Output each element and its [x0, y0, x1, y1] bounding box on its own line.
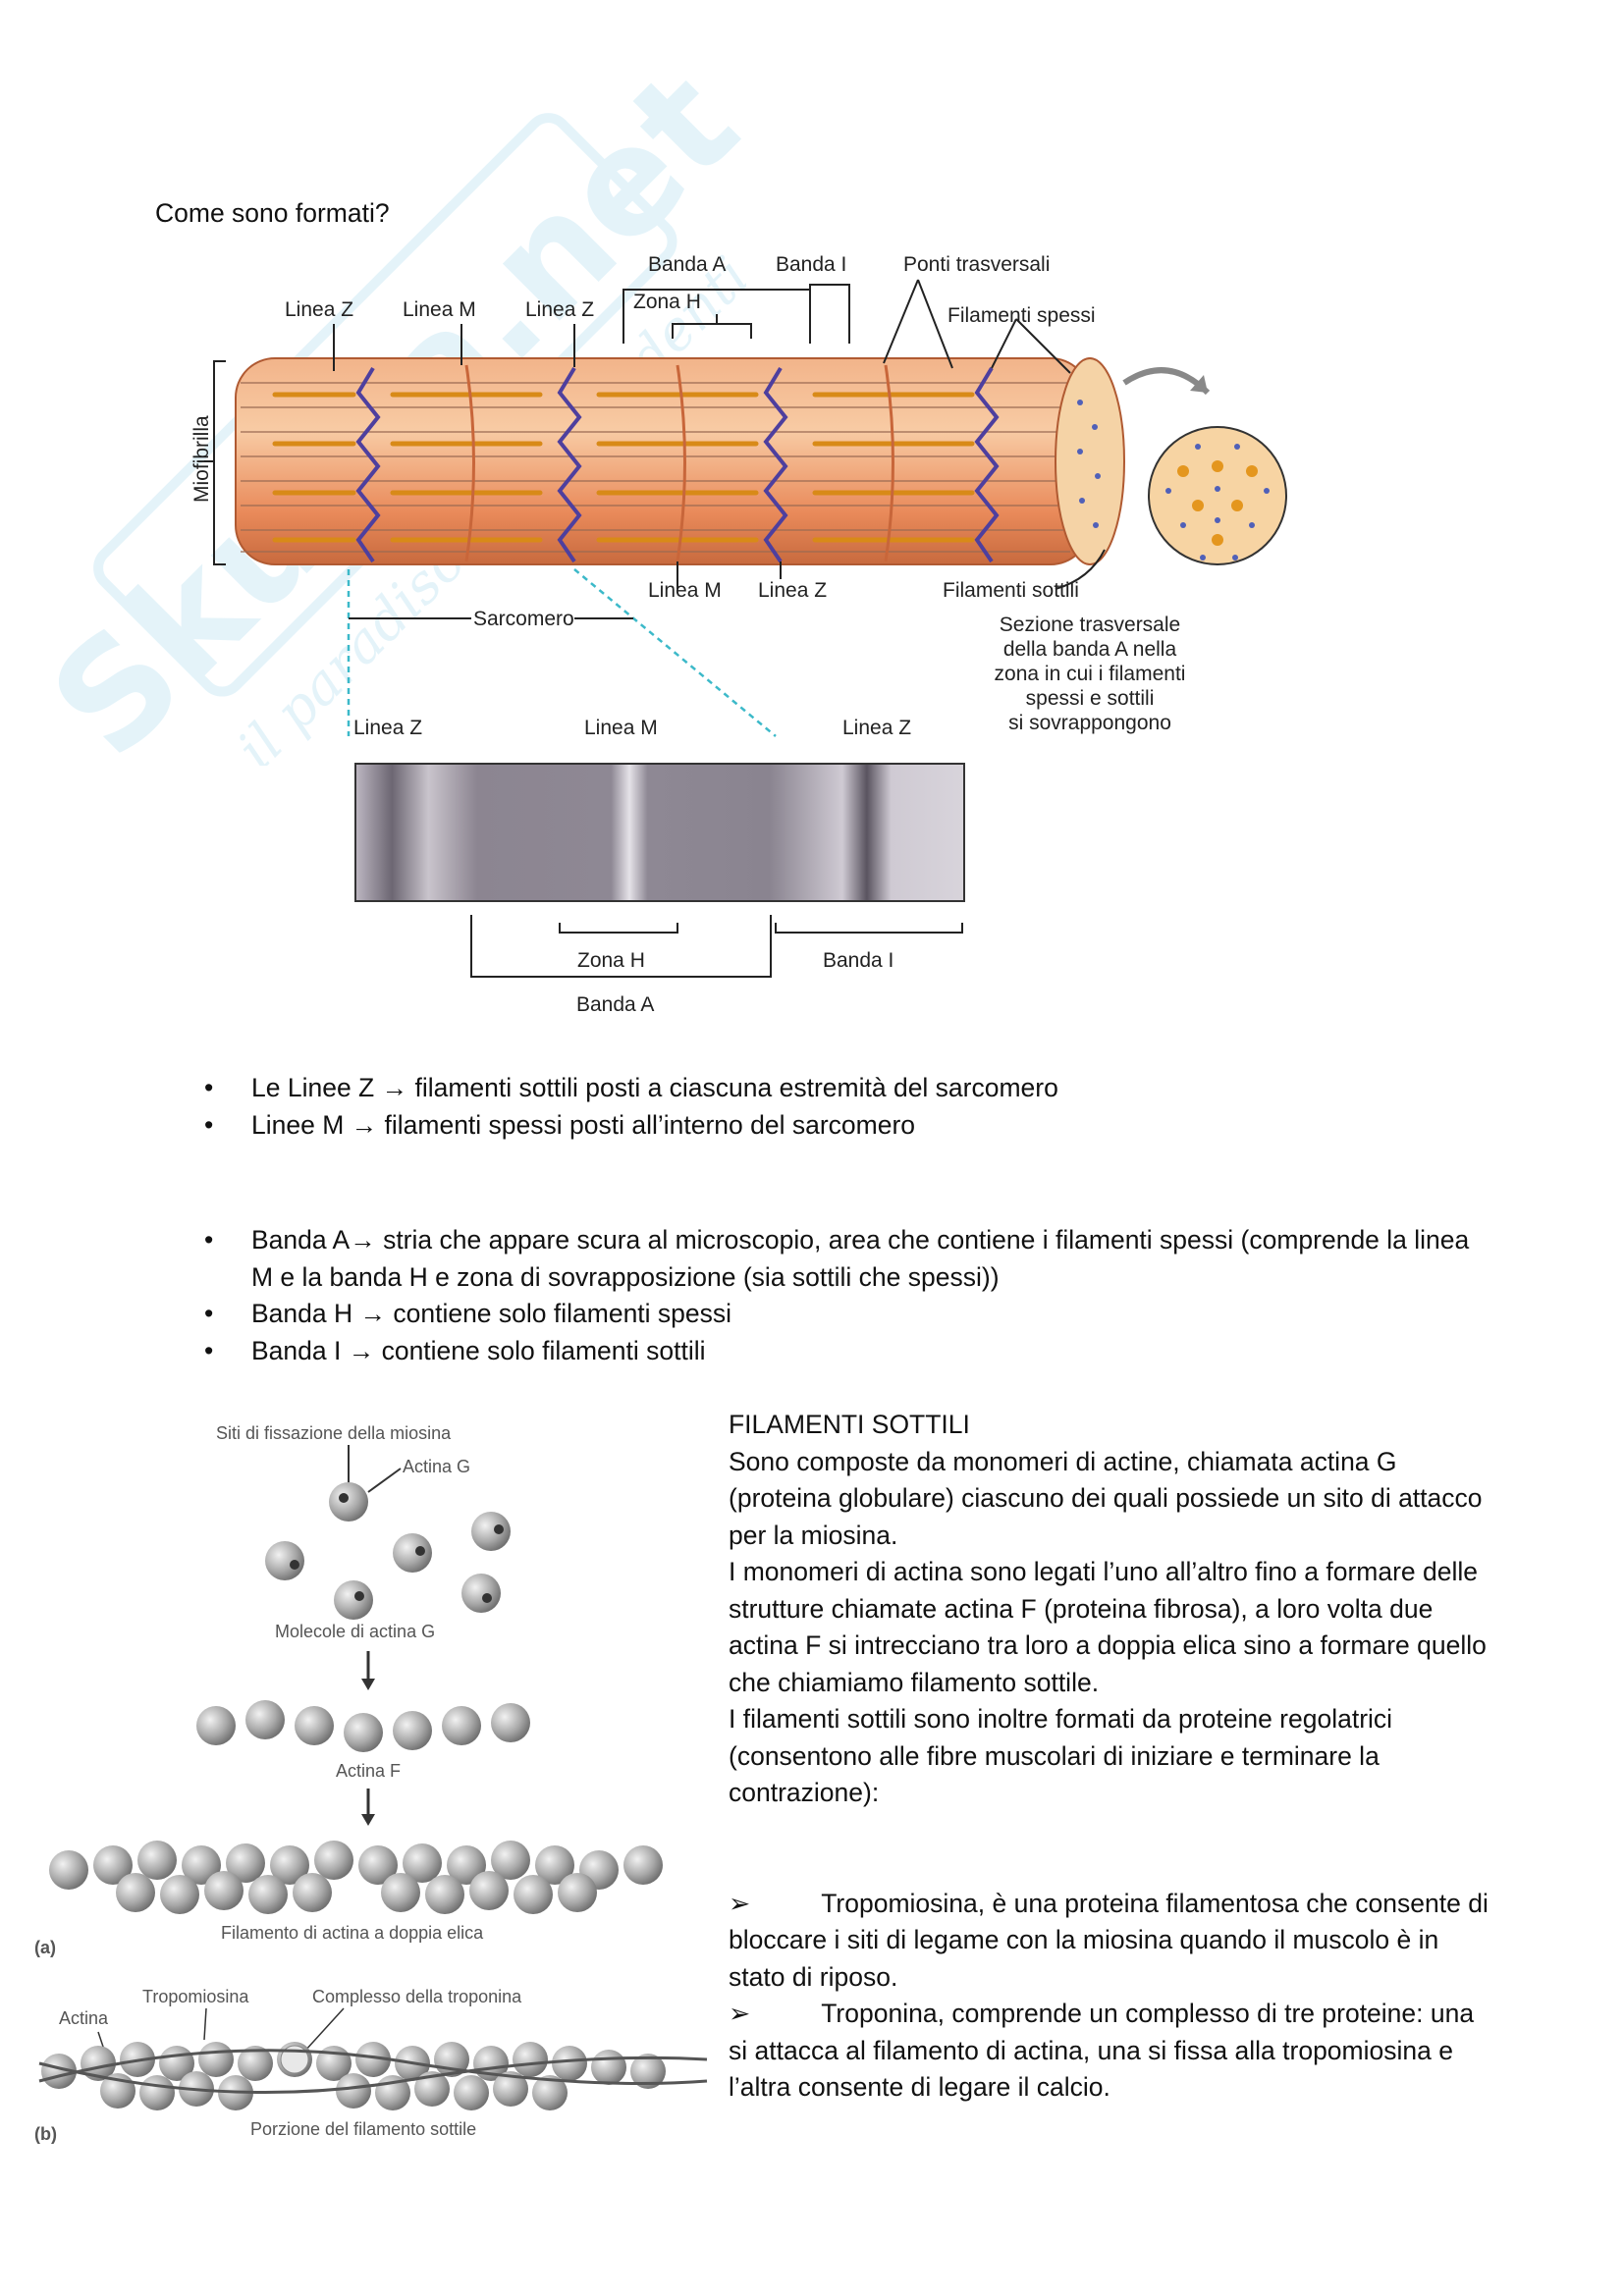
- label-filamento: Filamento di actina a doppia elica: [221, 1923, 484, 1943]
- list-item: •Banda A→ stria che appare scura al micr…: [204, 1225, 1470, 1292]
- actin-diagram: Siti di fissazione della miosina Actina …: [34, 1423, 708, 2144]
- myofibril-cylinder: [235, 357, 1125, 565]
- arrow-bullet-icon: ➢: [729, 1888, 751, 1918]
- list-item: •Banda H → contiene solo filamenti spess…: [204, 1299, 732, 1328]
- micro-label-linea-z-2: Linea Z: [842, 717, 911, 739]
- label-filamenti-spessi: Filamenti spessi: [947, 304, 1096, 327]
- label-filamenti-sottili: Filamenti sottili: [943, 579, 1079, 602]
- f-actin-chain: [196, 1700, 530, 1752]
- label-tropomiosina: Tropomiosina: [142, 1987, 249, 2006]
- intro-question: Come sono formati?: [155, 198, 390, 228]
- label-actina-f: Actina F: [336, 1761, 401, 1781]
- label-complesso: Complesso della troponina: [312, 1987, 522, 2006]
- label-banda-i: Banda I: [776, 253, 846, 276]
- label-miofibrilla: Miofibrilla: [190, 415, 213, 503]
- label-a: (a): [34, 1938, 56, 1957]
- label-linea-z-3: Linea Z: [758, 579, 827, 602]
- cross-section-caption: Sezione trasversale della banda A nella …: [995, 614, 1186, 734]
- thin-filaments-section: FILAMENTI SOTTILI Sono composte da monom…: [729, 1407, 1494, 2107]
- label-linea-m-2: Linea M: [648, 579, 722, 602]
- label-b: (b): [34, 2124, 57, 2144]
- list-item: •Linee M → filamenti spessi posti all’in…: [204, 1109, 916, 1140]
- list-item-troponina: ➢Troponina, comprende un complesso di tr…: [729, 1999, 1475, 2102]
- label-molecole: Molecole di actina G: [275, 1622, 435, 1641]
- micro-label-banda-a: Banda A: [576, 993, 654, 1016]
- micro-label-banda-i: Banda I: [823, 949, 893, 972]
- label-actina-g: Actina G: [403, 1457, 470, 1476]
- list-item: •Le Linee Z → filamenti sottili posti a …: [204, 1073, 1058, 1102]
- svg-text:spessi e sottili: spessi e sottili: [1026, 687, 1155, 710]
- g-actin-molecules: [265, 1482, 511, 1620]
- svg-text:zona in cui i filamenti: zona in cui i filamenti: [995, 663, 1186, 685]
- svg-text:Sezione trasversale: Sezione trasversale: [1000, 614, 1180, 636]
- label-banda-a: Banda A: [648, 253, 726, 276]
- label-ponti-trasversali: Ponti trasversali: [903, 253, 1050, 276]
- label-zona-h: Zona H: [633, 291, 701, 313]
- list-item: •Banda I → contiene solo filamenti sotti…: [204, 1335, 706, 1365]
- section-paragraph: Sono composte da monomeri di actine, chi…: [729, 1446, 1483, 1550]
- double-helix-filament: [49, 1841, 663, 1914]
- arrow-bullet-icon: ➢: [729, 1999, 751, 2028]
- label-linea-m-1: Linea M: [403, 298, 476, 321]
- list-bands: •Banda A→ stria che appare scura al micr…: [204, 1222, 1490, 1369]
- label-linea-z-1: Linea Z: [285, 298, 353, 321]
- section-paragraph: I monomeri di actina sono legati l’uno a…: [729, 1557, 1487, 1697]
- svg-text:si sovrappongono: si sovrappongono: [1008, 712, 1171, 734]
- micro-label-linea-m: Linea M: [584, 717, 658, 739]
- sarcomere-diagram: Miofibrilla Linea Z Linea M Linea Z Band…: [190, 253, 1287, 1016]
- section-paragraph: I filamenti sottili sono inoltre formati…: [729, 1704, 1393, 1807]
- label-siti: Siti di fissazione della miosina: [216, 1423, 452, 1443]
- label-sarcomero: Sarcomero: [473, 608, 574, 630]
- thin-filament-portion: [38, 2042, 708, 2110]
- list-item-tropomiosina: ➢Tropomiosina, è una proteina filamentos…: [729, 1888, 1489, 1992]
- list-lines: •Le Linee Z → filamenti sottili posti a …: [204, 1070, 1481, 1144]
- cross-section: [1148, 426, 1287, 565]
- section-title: FILAMENTI SOTTILI: [729, 1410, 970, 1439]
- label-porzione: Porzione del filamento sottile: [250, 2119, 476, 2139]
- svg-text:della banda A nella: della banda A nella: [1003, 638, 1177, 661]
- micro-label-zona-h: Zona H: [577, 949, 645, 972]
- label-linea-z-2: Linea Z: [525, 298, 594, 321]
- label-actina: Actina: [59, 2008, 109, 2028]
- micro-label-linea-z-1: Linea Z: [353, 717, 422, 739]
- micrograph: [354, 763, 965, 902]
